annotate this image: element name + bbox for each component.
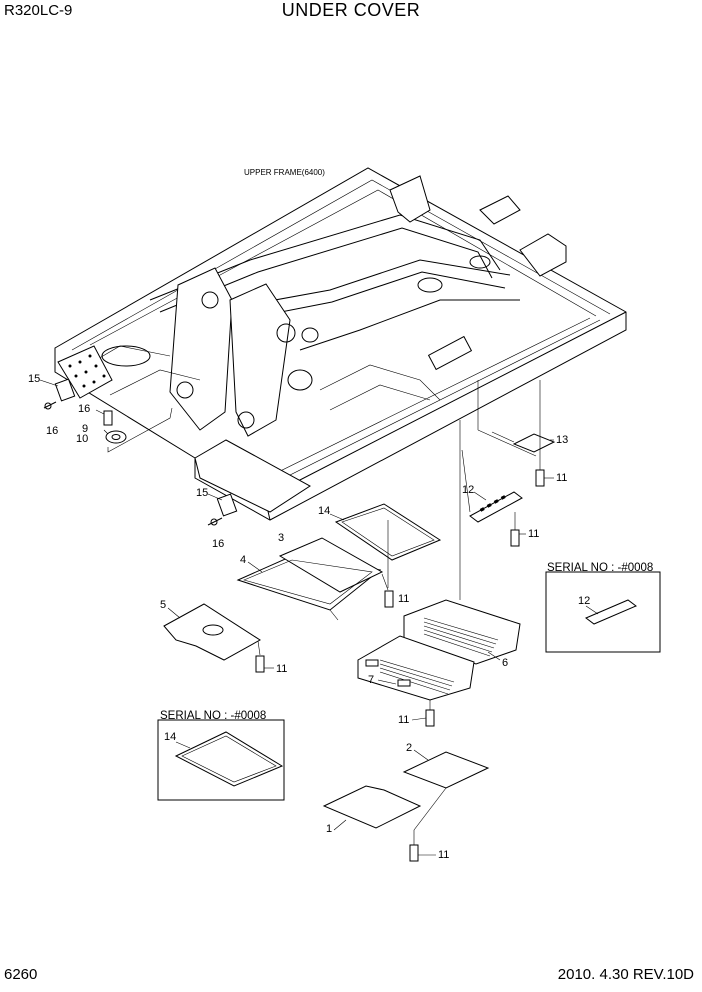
callout-1: 1 [326,823,332,835]
serial-box-12: SERIAL NO : -#0008 12 [545,562,661,653]
callout-16: 16 [212,538,224,550]
callout-11: 11 [438,849,449,861]
left-mounts [43,378,173,453]
callout-6: 6 [502,657,508,669]
callout-14: 14 [318,505,330,517]
callout-11: 11 [398,714,409,726]
callout-7: 7 [368,674,374,686]
callout-3: 3 [278,532,284,544]
callout-4: 4 [240,554,246,566]
plate-5 [163,603,265,673]
cover-3-4 [236,520,394,621]
callout-13: 13 [556,434,568,446]
page-title: UNDER COVER [281,0,421,20]
callout-12: 12 [462,484,474,496]
callouts: 15 16 16 9 10 13 11 12 11 15 16 14 3 4 1… [28,373,568,861]
boom-bracket-right [229,283,291,437]
upper-frame: UPPER FRAME(6400) [54,167,627,521]
frame-label: UPPER FRAME(6400) [244,168,325,177]
callout-16: 16 [78,403,90,415]
serial-label-14: SERIAL NO : -#0008 [160,710,266,722]
model-code: R320LC-9 [4,2,73,19]
callout-2: 2 [406,742,412,754]
callout-15: 15 [28,373,40,385]
callout-11: 11 [276,663,287,675]
serial-part-14: 14 [164,731,176,743]
callout-5: 5 [160,599,166,611]
serial-label-12: SERIAL NO : -#0008 [547,562,653,574]
serial-box-14: SERIAL NO : -#0008 14 [157,710,285,801]
serial-part-12: 12 [578,595,590,607]
plate-12 [461,449,523,547]
callout-10: 10 [76,433,88,445]
callout-9: 9 [82,423,88,435]
page-number: 6260 [4,966,38,983]
washer-9 [105,430,127,444]
mid-mounts [207,493,238,526]
rear-hook [519,233,567,277]
frame-deck [54,167,627,521]
bolt-16a [103,410,113,426]
callout-11: 11 [556,472,567,484]
mount-block-15b [216,493,238,517]
callout-11: 11 [528,528,539,540]
callout-16: 16 [46,425,58,437]
revision-date: 2010. 4.30 REV.10D [557,966,694,983]
boom-bracket-left [169,267,233,431]
vented-panels-6-7 [357,420,521,727]
front-lip [194,439,311,513]
mount-block-15a [54,378,76,402]
callout-11: 11 [398,593,409,605]
covers-1-2 [322,751,490,862]
callout-15: 15 [196,487,208,499]
